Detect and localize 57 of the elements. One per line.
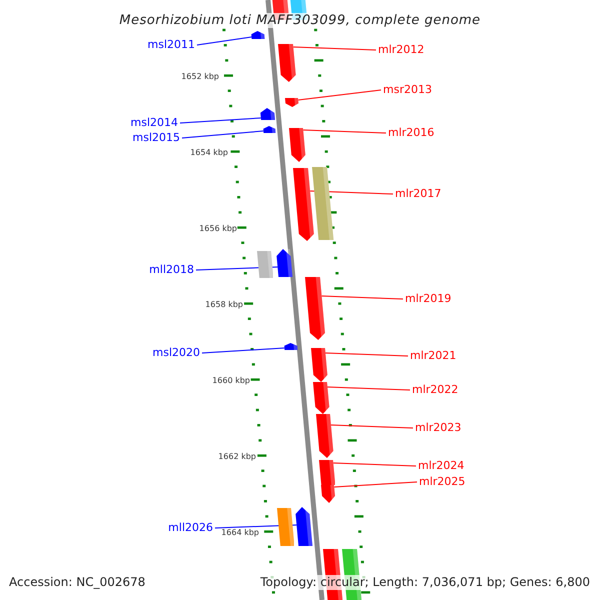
gene-feature <box>260 108 276 120</box>
gene-label: msl2015 <box>132 131 180 145</box>
gene-block <box>257 251 274 278</box>
gene-label: msl2020 <box>152 346 200 360</box>
gene-block <box>312 167 334 240</box>
gene-block <box>277 508 294 546</box>
scale-label: 1654 kbp <box>189 148 228 158</box>
leader-line <box>332 462 416 466</box>
scale-label: 1660 kbp <box>211 376 250 386</box>
gene-feature <box>295 507 312 546</box>
gene-feature <box>276 249 293 277</box>
gene-label: msl2011 <box>148 38 195 52</box>
gene-feature <box>289 128 306 162</box>
footer-text: Accession: NC_002678 <box>9 575 146 590</box>
gene-feature <box>311 348 328 382</box>
gene-label: mll2026 <box>168 521 213 535</box>
gene-label: mlr2022 <box>412 383 458 397</box>
leader-line <box>182 130 264 138</box>
gene-label: msr2013 <box>383 83 432 97</box>
gene-feature <box>316 414 334 458</box>
gene-feature <box>313 382 330 414</box>
leader-line <box>298 90 382 100</box>
leader-line <box>334 482 418 488</box>
gene-feature <box>278 44 296 82</box>
gene-label: mlr2016 <box>388 126 434 140</box>
title: Mesorhizobium loti MAFF303099, complete genome <box>119 13 481 28</box>
gene-feature <box>284 343 298 350</box>
gene-label: msl2014 <box>130 116 178 130</box>
scale-label: 1664 kbp <box>220 528 259 538</box>
scale-label: 1662 kbp <box>217 452 256 462</box>
leader-line <box>196 36 252 46</box>
scale-label: 1652 kbp <box>180 72 219 82</box>
gene-label: mlr2025 <box>419 475 466 489</box>
leader-line <box>321 296 404 300</box>
gene-label: mlr2024 <box>418 459 464 473</box>
gene-feature <box>305 277 326 340</box>
leader-line <box>180 118 262 124</box>
scale-label: 1658 kbp <box>204 300 243 310</box>
gene-feature <box>293 168 315 241</box>
gene-label: mlr2021 <box>410 349 456 363</box>
gene-block <box>319 460 336 485</box>
gene-feature <box>285 98 299 107</box>
gene-label: mlr2019 <box>405 292 452 306</box>
leader-line <box>292 46 376 50</box>
gene-label: mlr2017 <box>395 187 442 201</box>
gene-feature <box>263 126 276 133</box>
gene-feature <box>251 31 265 39</box>
leader-line <box>324 352 408 356</box>
gene-label: mll2018 <box>149 263 194 277</box>
gene-feature <box>321 485 336 503</box>
gene-label: mlr2023 <box>415 421 462 435</box>
leader-line <box>202 348 285 354</box>
leader-line <box>326 386 410 390</box>
leader-line <box>302 130 386 134</box>
leader-line <box>330 424 414 428</box>
gene-label: mlr2012 <box>378 43 424 57</box>
scale-label: 1656 kbp <box>198 224 237 234</box>
